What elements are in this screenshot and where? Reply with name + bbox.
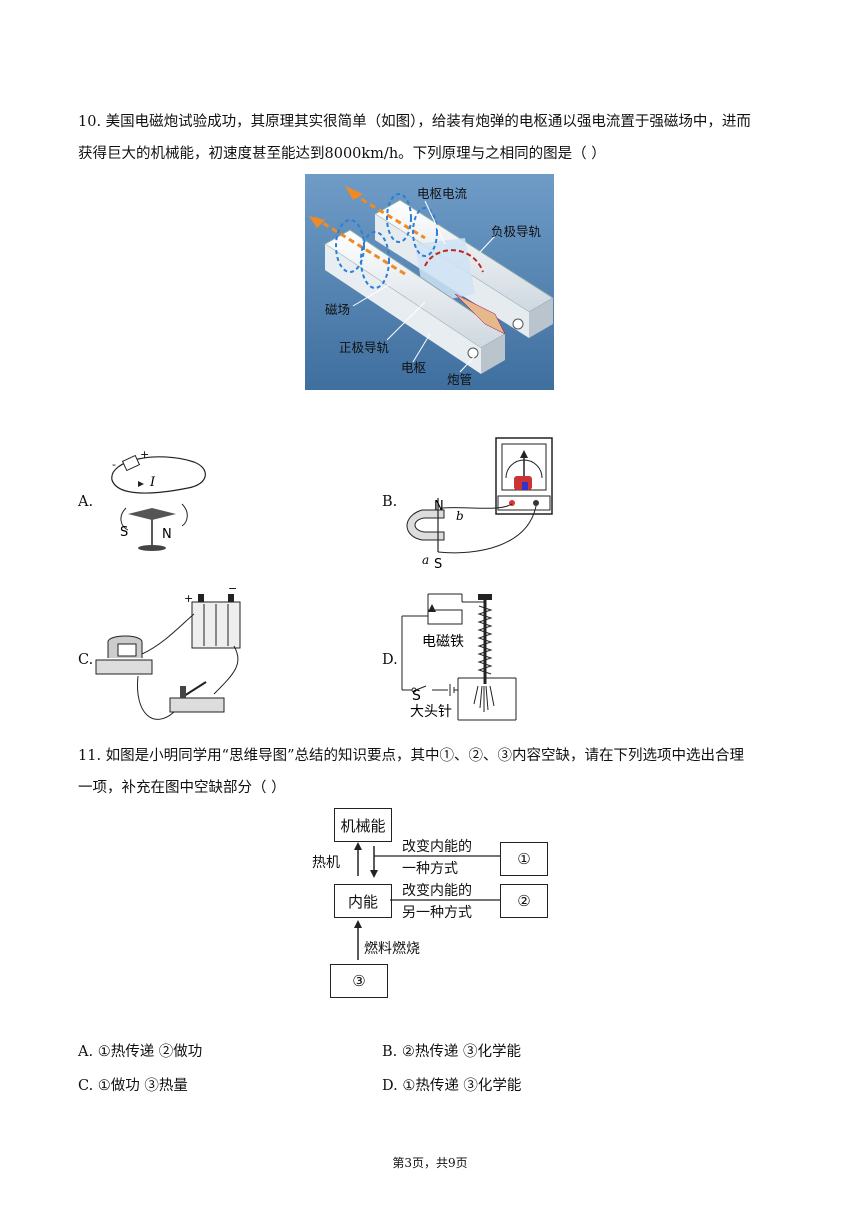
- box-internal-energy: 内能: [334, 884, 392, 918]
- mind-map-arrows: [354, 842, 500, 960]
- svg-text:+: +: [184, 592, 193, 605]
- svg-text:-: -: [112, 458, 116, 471]
- label-heat-engine: 热机: [312, 855, 340, 871]
- label-barrel: 炮管: [447, 372, 472, 387]
- option-d-label: D.: [382, 652, 398, 668]
- mind-map: 机械能 内能 ① ② ③ 热机 改变内能的 一种方式 改变内能的 另一种方式 燃…: [300, 800, 560, 1010]
- q11-line-2: 一项，补充在图中空缺部分（ ）: [78, 780, 286, 796]
- label-armature: 电枢: [401, 360, 426, 375]
- answer-b[interactable]: B. ②热传递 ③化学能: [382, 1044, 521, 1060]
- svg-text:+: +: [140, 450, 149, 461]
- option-a-label: A.: [78, 494, 94, 510]
- railgun-figure: 电枢电流 负极导轨 磁场 正极导轨 电枢 炮管: [305, 174, 554, 390]
- svg-text:N: N: [434, 499, 444, 514]
- answer-a[interactable]: A. ①热传递 ②做功: [78, 1044, 203, 1060]
- label-negative-rail: 负极导轨: [491, 224, 542, 239]
- box-blank-3: ③: [330, 964, 388, 998]
- label-positive-rail: 正极导轨: [339, 340, 390, 355]
- answer-c[interactable]: C. ①做功 ③热量: [78, 1078, 188, 1094]
- svg-text:S: S: [412, 688, 421, 704]
- label-armature-current: 电枢电流: [417, 186, 468, 201]
- q10-line-2: 获得巨大的机械能，初速度甚至能达到8000km/h。下列原理与之相同的图是（ ）: [78, 146, 606, 162]
- label-electromagnet: 电磁铁: [422, 634, 464, 650]
- answer-d[interactable]: D. ①热传递 ③化学能: [382, 1078, 522, 1094]
- svg-text:−: −: [228, 584, 237, 595]
- option-d-electromagnet-figure: 电磁铁 S 大头针: [401, 593, 517, 721]
- option-a-oersted-figure: - + I S N: [111, 450, 206, 551]
- svg-text:S: S: [120, 525, 128, 540]
- option-b-label: B.: [382, 494, 398, 510]
- label-pins: 大头针: [410, 704, 452, 720]
- svg-text:a: a: [422, 553, 429, 567]
- svg-text:b: b: [456, 509, 464, 523]
- svg-text:N: N: [162, 527, 172, 542]
- q11-line-1: 11. 如图是小明同学用“思维导图”总结的知识要点，其中①、②、③内容空缺，请在…: [78, 748, 744, 764]
- svg-text:S: S: [434, 557, 442, 570]
- option-b-generator-figure: N b a S: [406, 437, 553, 570]
- page-footer: 第3页，共9页: [392, 1156, 468, 1170]
- label-fuel-combustion: 燃料燃烧: [364, 941, 420, 957]
- option-c-motor-figure: + −: [95, 584, 241, 720]
- box-blank-2: ②: [500, 884, 548, 918]
- q10-line-1: 10. 美国电磁炮试验成功，其原理其实很简单（如图），给装有炮弹的电枢通以强电流…: [78, 114, 751, 130]
- option-c-label: C.: [78, 652, 94, 668]
- question-11-text: 11. 如图是小明同学用“思维导图”总结的知识要点，其中①、②、③内容空缺，请在…: [78, 740, 784, 804]
- svg-text:I: I: [149, 475, 156, 490]
- question-10-text: 10. 美国电磁炮试验成功，其原理其实很简单（如图），给装有炮弹的电枢通以强电流…: [78, 106, 784, 170]
- box-mechanical-energy: 机械能: [334, 808, 392, 842]
- label-magnetic-field: 磁场: [325, 302, 350, 317]
- box-blank-1: ①: [500, 842, 548, 876]
